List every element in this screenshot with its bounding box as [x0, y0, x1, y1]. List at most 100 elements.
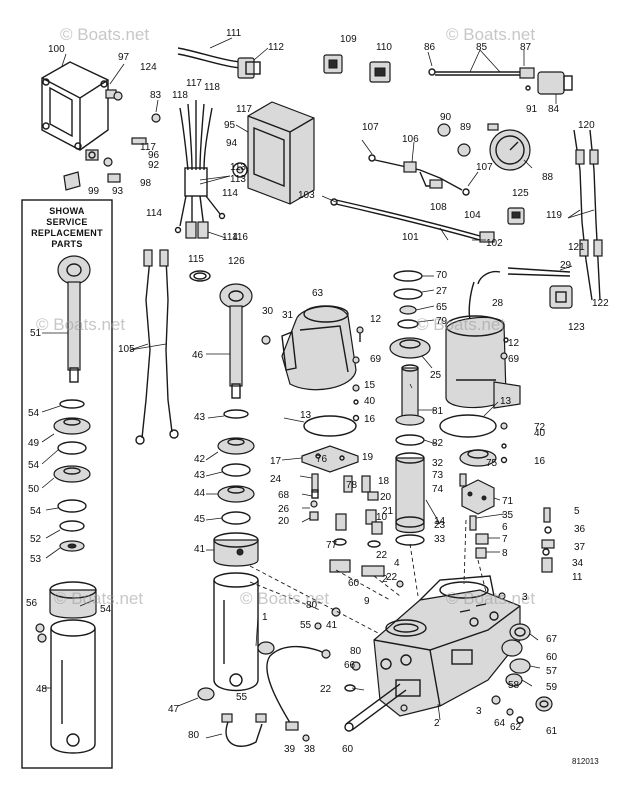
part-callout-85: 85	[476, 42, 488, 53]
part-callout-125: 125	[512, 188, 529, 199]
part-callout-60: 60	[546, 652, 558, 663]
part-callout-117: 117	[236, 104, 252, 115]
part-callout-113: 113	[230, 162, 246, 173]
seal-stack-center	[217, 409, 255, 525]
part-callout-94: 94	[226, 138, 238, 149]
part-callout-122: 122	[592, 298, 609, 309]
part-callout-88: 88	[542, 172, 554, 183]
part-callout-86: 86	[424, 42, 436, 53]
part-callout-2: 2	[434, 718, 440, 729]
part-callout-24: 24	[270, 474, 282, 485]
part-callout-65: 65	[436, 302, 448, 313]
manifold-body-1	[373, 575, 521, 717]
part-callout-80: 80	[350, 646, 362, 657]
part-callout-6: 6	[502, 522, 508, 533]
part-callout-12: 12	[370, 314, 382, 325]
part-callout-8: 8	[502, 548, 508, 559]
clamp-126	[189, 270, 211, 282]
service-box-line: SHOWA	[49, 206, 85, 216]
watermark: © Boats.net	[416, 315, 505, 334]
cylinder-41	[213, 532, 259, 692]
part-callout-79: 79	[436, 316, 448, 327]
part-callout-96: 96	[148, 150, 160, 161]
part-callout-29: 29	[560, 260, 572, 271]
part-callout-124: 124	[140, 62, 157, 73]
part-callout-105: 105	[118, 344, 135, 355]
part-callout-109: 109	[340, 34, 357, 45]
part-callout-28: 28	[492, 298, 504, 309]
ram-shaft-51	[57, 255, 91, 383]
relay-109-110	[323, 54, 391, 83]
part-callout-35: 35	[502, 510, 514, 521]
part-callout-61: 61	[546, 726, 558, 737]
part-callout-39: 39	[284, 744, 296, 755]
part-callout-59: 59	[546, 682, 558, 693]
part-callout-10: 10	[376, 512, 388, 523]
part-callout-50: 50	[28, 484, 40, 495]
part-callout-37: 37	[574, 542, 586, 553]
part-callout-89: 89	[460, 122, 472, 133]
part-callout-45: 45	[194, 514, 206, 525]
part-callout-126: 126	[228, 256, 245, 267]
assembly-guide-lines	[249, 519, 487, 635]
part-callout-57: 57	[546, 666, 558, 677]
part-callout-14: 14	[434, 516, 446, 527]
part-callout-117: 117	[140, 142, 156, 153]
fittings-55-39	[197, 622, 331, 747]
watermark: © Boats.net	[446, 25, 535, 44]
part-callout-121: 121	[568, 242, 585, 253]
watermark: © Boats.net	[60, 25, 149, 44]
plug-125	[507, 207, 525, 225]
part-callout-22: 22	[320, 684, 332, 695]
part-callout-114: 114	[146, 208, 162, 219]
part-callout-114: 114	[222, 232, 238, 243]
watermark: © Boats.net	[54, 589, 143, 608]
watermark-layer: © Boats.net © Boats.net © Boats.net © Bo…	[36, 25, 535, 608]
part-callout-93: 93	[112, 186, 124, 197]
part-callout-25: 25	[430, 370, 442, 381]
part-callout-41: 41	[194, 544, 206, 555]
part-callout-118: 118	[172, 90, 188, 101]
part-callout-73: 73	[432, 470, 444, 481]
part-callout-101: 101	[402, 232, 419, 243]
part-callout-102: 102	[486, 238, 503, 249]
part-callout-108: 108	[430, 202, 447, 213]
part-callout-99: 99	[88, 186, 100, 197]
part-callout-91: 91	[526, 104, 538, 115]
part-callout-78: 78	[346, 480, 358, 491]
part-callout-52: 52	[30, 534, 42, 545]
part-callout-84: 84	[548, 104, 560, 115]
part-callout-23: 23	[434, 520, 446, 531]
part-callout-90: 90	[440, 112, 452, 123]
service-box-line: SERVICE	[46, 217, 87, 227]
part-callout-120: 120	[578, 120, 595, 131]
part-callout-56: 56	[26, 598, 38, 609]
watermark: © Boats.net	[446, 589, 535, 608]
part-callout-34: 34	[572, 558, 584, 569]
part-callout-69: 69	[508, 354, 520, 365]
housing-100	[41, 61, 109, 151]
part-callout-111: 111	[226, 28, 242, 39]
part-callout-4: 4	[394, 558, 400, 569]
part-callout-80: 80	[0, 0, 12, 3]
watermark: © Boats.net	[240, 589, 329, 608]
cover-63	[261, 305, 357, 391]
part-callout-80: 80	[188, 730, 200, 741]
part-callout-123: 123	[568, 322, 585, 333]
service-box-line: PARTS	[51, 239, 82, 249]
leads-119-120	[573, 129, 603, 301]
part-callout-104: 104	[464, 210, 481, 221]
part-callout-38: 38	[304, 744, 316, 755]
seal-stack-left	[53, 399, 91, 552]
part-callout-54: 54	[28, 460, 40, 471]
part-callout-55: 55	[300, 620, 312, 631]
part-callout-62: 62	[510, 722, 522, 733]
part-callout-54: 54	[30, 506, 42, 517]
cable-111	[177, 47, 261, 79]
part-callout-70: 70	[436, 270, 448, 281]
valve-parts-center	[309, 473, 404, 617]
part-callout-47: 47	[168, 704, 180, 715]
gauge-88	[437, 123, 531, 171]
